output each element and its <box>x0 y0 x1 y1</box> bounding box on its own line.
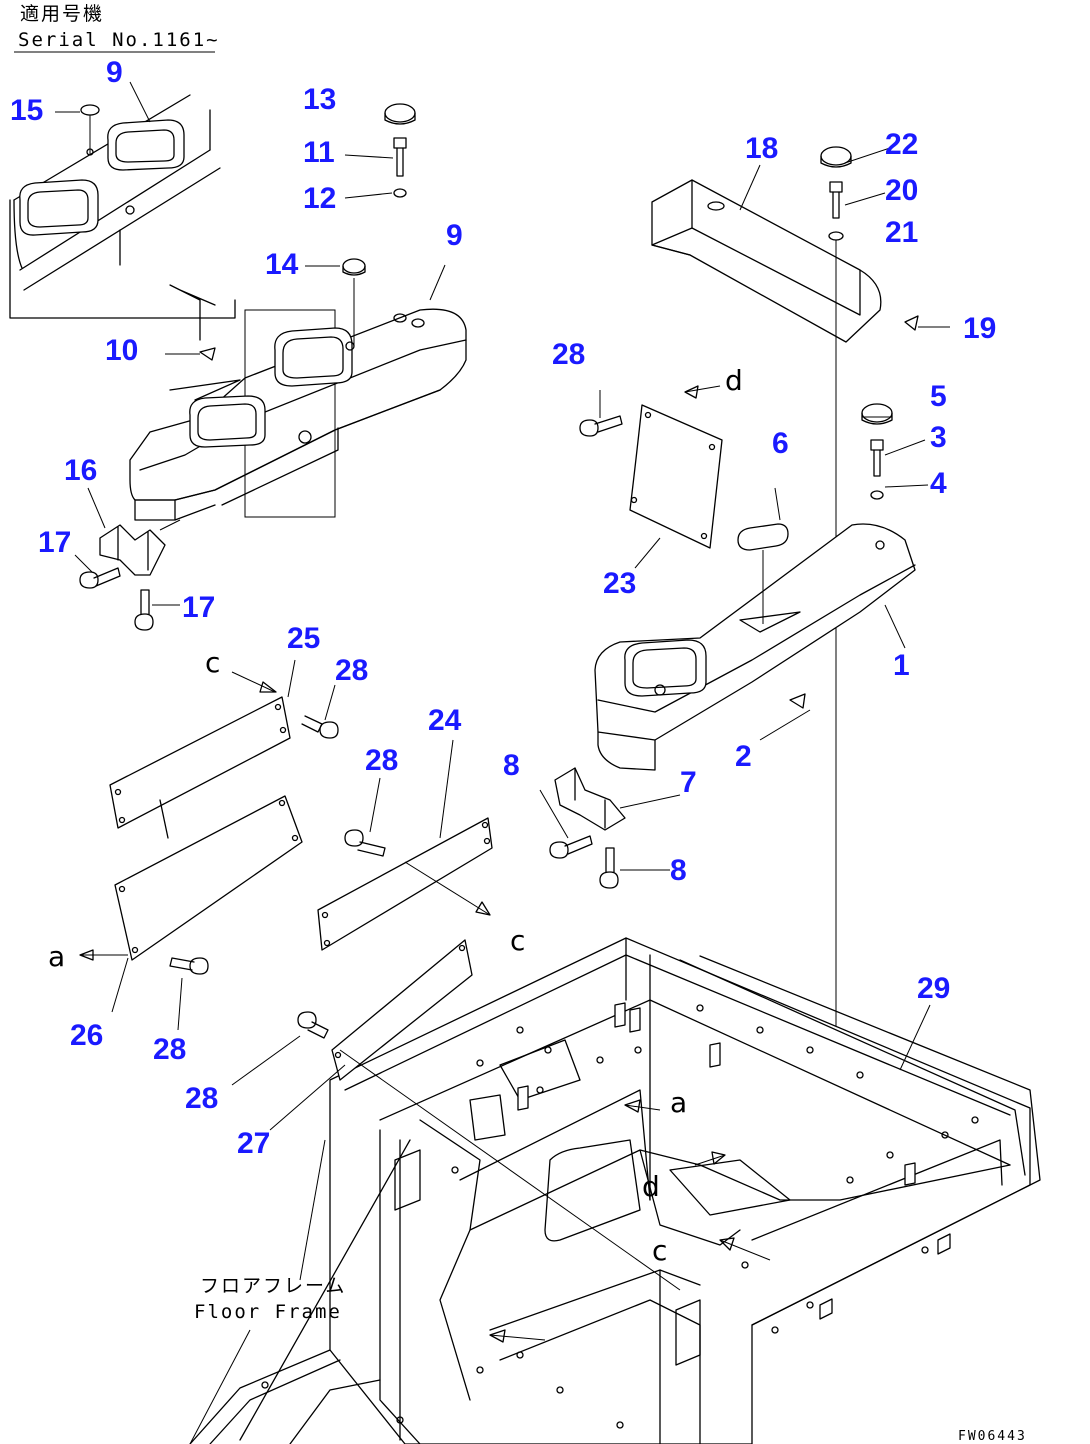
callout-17-bottom: 17 <box>182 591 215 624</box>
callout-27: 27 <box>237 1127 270 1160</box>
floor-frame-label-en: Floor Frame <box>194 1301 342 1323</box>
callout-6: 6 <box>772 427 789 460</box>
ref-c-left: c <box>205 646 220 679</box>
callout-26: 26 <box>70 1019 103 1052</box>
callout-24: 24 <box>428 704 462 737</box>
callout-11: 11 <box>303 136 335 169</box>
callout-17-left: 17 <box>38 526 71 559</box>
callout-25: 25 <box>287 622 320 655</box>
callout-28-mid1: 28 <box>335 654 368 687</box>
applicable-serial-jp: 適用号機 <box>20 3 104 25</box>
callout-2: 2 <box>735 740 752 773</box>
callout-19: 19 <box>963 312 996 345</box>
callout-3: 3 <box>930 421 947 454</box>
callout-14: 14 <box>265 248 299 281</box>
floor-direction-arrows <box>489 1099 771 1343</box>
callout-28-upper: 28 <box>552 338 585 371</box>
reference-letters: d c a c a d c <box>48 364 743 1267</box>
floor-frame-label-jp: フロアフレーム <box>200 1275 346 1297</box>
bracket-16-assembly <box>79 519 181 631</box>
ref-c-floor: c <box>652 1234 667 1267</box>
callout-7: 7 <box>680 766 697 799</box>
callout-9-main: 9 <box>446 219 463 252</box>
callout-4: 4 <box>930 467 947 500</box>
ref-a-left: a <box>48 940 65 973</box>
callout-23: 23 <box>603 567 636 600</box>
left-console-cover <box>129 308 467 521</box>
callout-12: 12 <box>303 182 336 215</box>
plates-24-25-26 <box>79 671 493 975</box>
callout-15: 15 <box>10 94 43 127</box>
ref-c-mid: c <box>510 924 525 957</box>
plate-27-assembly <box>297 939 681 1291</box>
callout-20: 20 <box>885 174 918 207</box>
right-top-cover-18 <box>651 179 950 343</box>
plate-23-assembly <box>579 385 723 549</box>
callout-5: 5 <box>930 380 947 413</box>
callout-29: 29 <box>917 972 950 1005</box>
part-6-and-fasteners <box>737 403 893 624</box>
ref-d-floor: d <box>642 1170 660 1203</box>
callout-21: 21 <box>885 216 918 249</box>
ref-a-floor: a <box>670 1086 687 1119</box>
callout-13: 13 <box>303 83 336 116</box>
bracket-7-assembly <box>549 767 626 889</box>
leader-lines <box>74 147 931 1444</box>
callout-28-mid2: 28 <box>365 744 398 777</box>
floor-frame-29 <box>189 937 1041 1444</box>
serial-number-label: Serial No.1161~ <box>18 29 220 51</box>
callout-10: 10 <box>105 334 138 367</box>
callout-18: 18 <box>745 132 778 165</box>
callout-16: 16 <box>64 454 97 487</box>
right-console-cover-1 <box>594 523 916 771</box>
callout-28-lower2: 28 <box>185 1082 218 1115</box>
callout-1: 1 <box>893 649 910 682</box>
callout-28-lower1: 28 <box>153 1033 186 1066</box>
callout-9-inset: 9 <box>106 56 123 89</box>
callout-8-upper: 8 <box>503 749 520 782</box>
callout-22: 22 <box>885 128 918 161</box>
callout-8-lower: 8 <box>670 854 687 887</box>
callout-labels: 9 15 13 11 12 14 9 10 16 17 17 18 22 20 … <box>10 56 996 1160</box>
inset-console-variant <box>9 81 236 341</box>
ref-d-top: d <box>725 364 743 397</box>
figure-code: FW06443 <box>958 1429 1027 1444</box>
top-fasteners-left <box>165 103 416 361</box>
